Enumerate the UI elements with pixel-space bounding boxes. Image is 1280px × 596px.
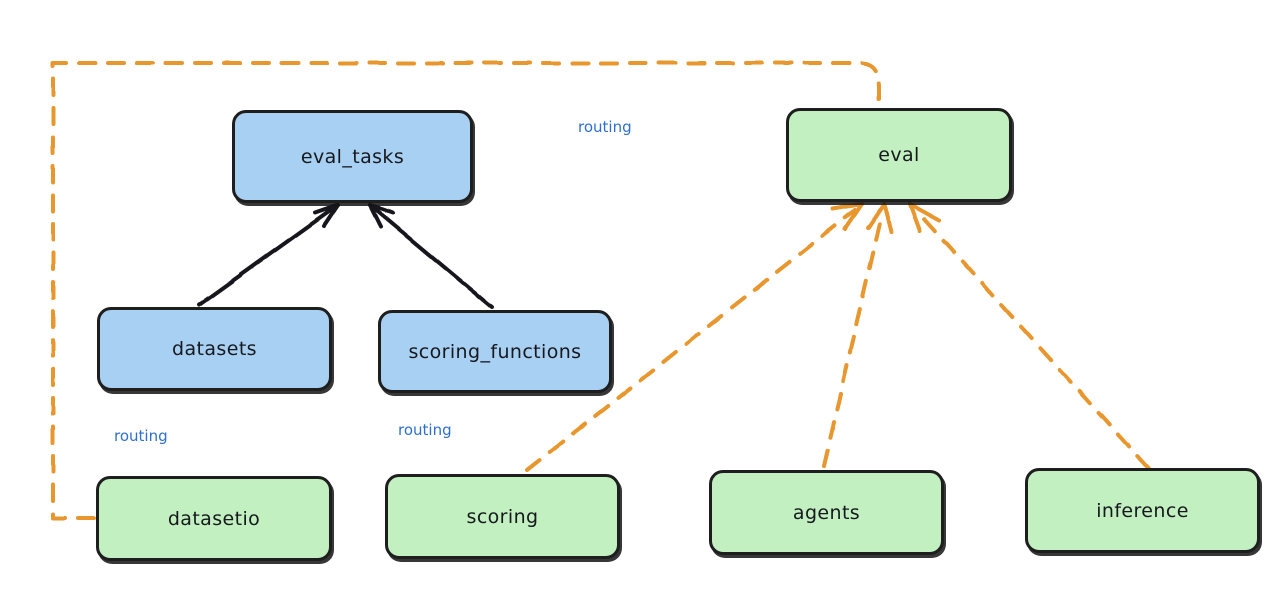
node-label-eval-tasks: eval_tasks: [300, 145, 405, 168]
edge-scoring-functions-to-eval-tasks: [368, 203, 494, 309]
node-label-scoring: scoring: [466, 505, 539, 528]
node-label-agents: agents: [792, 501, 861, 524]
node-label-datasetio: datasetio: [167, 507, 261, 530]
node-inference[interactable]: inference: [1025, 468, 1260, 553]
edge-label-routing-eval-tasks-eval: routing: [578, 118, 632, 136]
edge-inference-to-eval: [908, 202, 1150, 470]
edge-label-routing-scoring-functions-scoring: routing: [398, 421, 452, 439]
node-label-eval: eval: [878, 144, 920, 166]
node-agents[interactable]: agents: [709, 470, 944, 555]
node-datasetio[interactable]: datasetio: [96, 476, 332, 561]
edge-label-routing-datasets-datasetio: routing: [114, 427, 168, 445]
node-scoring-functions[interactable]: scoring_functions: [378, 310, 612, 393]
node-eval[interactable]: eval: [786, 108, 1012, 202]
edge-datasets-to-eval-tasks: [197, 203, 340, 307]
node-label-datasets: datasets: [172, 338, 257, 360]
edge-agents-to-eval: [822, 202, 893, 468]
node-scoring[interactable]: scoring: [385, 474, 620, 559]
node-label-scoring-functions: scoring_functions: [408, 340, 582, 363]
node-eval-tasks[interactable]: eval_tasks: [232, 110, 473, 203]
node-datasets[interactable]: datasets: [97, 307, 332, 391]
node-label-inference: inference: [1096, 499, 1189, 522]
